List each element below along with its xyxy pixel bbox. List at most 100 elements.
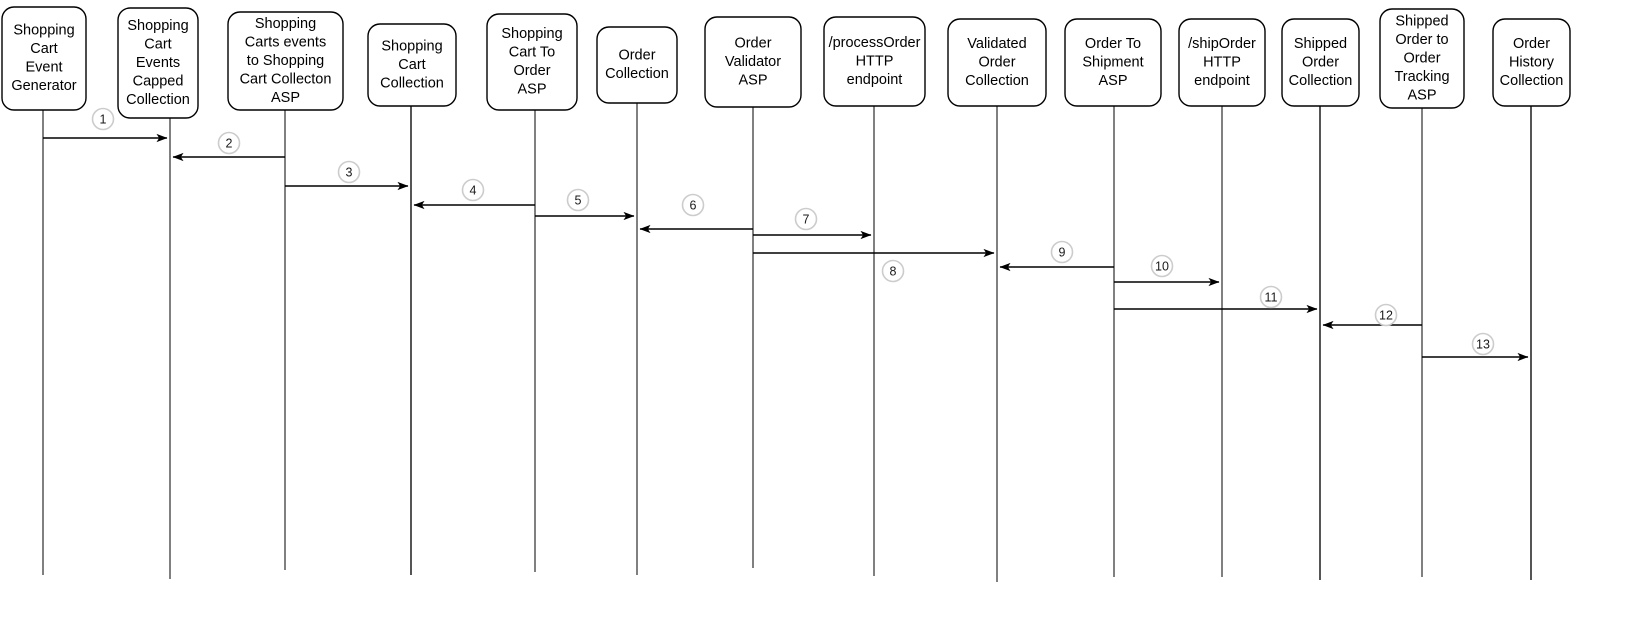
badge-number: 7 xyxy=(803,213,810,227)
participant-label-line: Order xyxy=(513,63,550,79)
participant-rect xyxy=(823,16,926,107)
badge-number: 5 xyxy=(575,194,582,208)
participant-label-line: HTTP xyxy=(1203,54,1241,70)
message-badge-9[interactable]: 9 xyxy=(1050,240,1074,264)
participant-label-line: ASP xyxy=(271,90,300,106)
participant-label-line: HTTP xyxy=(856,53,894,69)
message-badge-8[interactable]: 8 xyxy=(881,259,905,283)
participant-label-line: /shipOrder xyxy=(1188,36,1256,52)
participant-label-line: Order To xyxy=(1085,36,1141,52)
badge-circle xyxy=(881,259,905,283)
badge-circle xyxy=(1471,332,1495,356)
message-badge-4[interactable]: 4 xyxy=(461,178,485,202)
badge-circle xyxy=(1259,285,1283,309)
participant-label-line: Order xyxy=(618,48,655,64)
participant-rect xyxy=(1281,18,1360,107)
participant-rect xyxy=(367,23,457,107)
participant-label-line: Collection xyxy=(126,92,190,108)
messages-layer xyxy=(43,133,1529,362)
message-badge-11[interactable]: 11 xyxy=(1259,285,1283,309)
participant-label-line: Carts events xyxy=(245,34,326,50)
participant-rect xyxy=(1492,18,1571,107)
participant-label-line: Cart xyxy=(144,36,171,52)
badge-circle xyxy=(337,160,361,184)
participant-rect xyxy=(227,11,344,111)
participant-label-line: Events xyxy=(136,55,180,71)
participant-label-line: Shopping xyxy=(255,16,316,32)
participant-label-line: ASP xyxy=(517,82,546,98)
participant-label-line: Shopping xyxy=(501,26,562,42)
participant-label-line: Collection xyxy=(380,75,444,91)
participant-label-line: Shopping xyxy=(381,38,442,54)
participant-label-line: Collection xyxy=(605,66,669,82)
participant-label-line: Collection xyxy=(1500,73,1564,89)
badge-number: 9 xyxy=(1059,246,1066,260)
participant-rect xyxy=(1178,18,1266,107)
badge-circle xyxy=(566,188,590,212)
participant-label-line: Capped xyxy=(133,73,184,89)
participant-rect xyxy=(596,26,678,104)
badge-number: 2 xyxy=(226,137,233,151)
badge-circle xyxy=(1050,240,1074,264)
badge-number: 13 xyxy=(1476,338,1490,352)
participant-label-line: Shipped xyxy=(1294,36,1347,52)
message-badge-13[interactable]: 13 xyxy=(1471,332,1495,356)
participant-rect xyxy=(1,6,87,111)
message-badge-6[interactable]: 6 xyxy=(681,193,705,217)
participant-label-line: Order xyxy=(1513,36,1550,52)
badge-number: 1 xyxy=(100,113,107,127)
badge-circle xyxy=(91,107,115,131)
participant-label-line: Order xyxy=(1403,50,1440,66)
participant-label-line: Order xyxy=(1302,54,1339,70)
badge-number: 6 xyxy=(690,199,697,213)
lifelines-layer xyxy=(42,103,1532,582)
message-badge-1[interactable]: 1 xyxy=(91,107,115,131)
message-badge-10[interactable]: 10 xyxy=(1150,254,1174,278)
participant-label-line: Collection xyxy=(1289,73,1353,89)
message-badge-12[interactable]: 12 xyxy=(1374,303,1398,327)
participant-label-line: endpoint xyxy=(1194,73,1250,89)
badge-number: 10 xyxy=(1155,260,1169,274)
participant-label-line: Validated xyxy=(967,36,1026,52)
message-badge-7[interactable]: 7 xyxy=(794,207,818,231)
participant-label-line: endpoint xyxy=(847,72,903,88)
badge-number: 11 xyxy=(1265,291,1278,305)
participant-label-line: Order to xyxy=(1395,32,1448,48)
participant-label-line: Shopping xyxy=(13,23,74,39)
participant-label-line: Order xyxy=(978,54,1015,70)
badge-circle xyxy=(217,131,241,155)
message-badge-5[interactable]: 5 xyxy=(566,188,590,212)
participant-label-line: Event xyxy=(25,60,62,76)
badge-circle xyxy=(461,178,485,202)
participant-label-line: Collection xyxy=(965,73,1029,89)
participant-label-line: Order xyxy=(734,35,771,51)
participant-label-line: to Shopping xyxy=(247,53,324,69)
participant-rect xyxy=(486,13,578,111)
participant-rect xyxy=(947,18,1047,107)
participant-label-line: Cart xyxy=(398,57,425,73)
participant-rect xyxy=(1064,18,1162,107)
message-badge-2[interactable]: 2 xyxy=(217,131,241,155)
badge-circle xyxy=(681,193,705,217)
badge-circle xyxy=(1150,254,1174,278)
participant-label-line: Shipment xyxy=(1082,54,1143,70)
participant-rect xyxy=(1379,8,1465,109)
message-badge-3[interactable]: 3 xyxy=(337,160,361,184)
participant-label-line: Generator xyxy=(11,78,76,94)
participant-label-line: Cart To xyxy=(509,45,555,61)
